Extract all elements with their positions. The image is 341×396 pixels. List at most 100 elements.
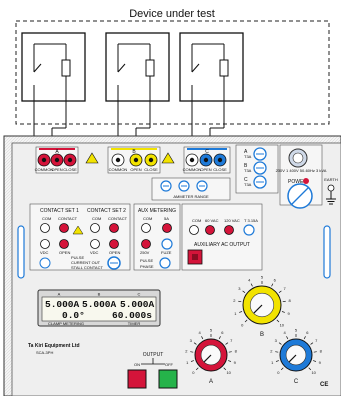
range-selector-switches[interactable] [160,180,208,192]
knob-tick-label: 1 [186,360,189,365]
knob-tick-label: 8 [289,298,292,303]
ac-com-jack[interactable] [189,225,199,235]
channel-a-jacks[interactable]: A COMMON OPEN CLOSE [35,146,79,174]
knob-letter: A [209,379,213,385]
aux-fuse-holder[interactable] [161,238,173,250]
channel-c-close-label: CLOSE [213,167,227,172]
channel-c-common-label: COMMON [183,167,202,172]
knob-tick [250,283,253,287]
fuse-c-rating: T3A [244,182,252,187]
knob-tick [280,367,284,371]
knob-tick-label: 5 [295,328,298,333]
contact-sets-section: CONTACT SET 1 CONTACT SET 2 COM CONTACT … [29,203,131,271]
knob-tick [276,319,280,323]
knob-tick-label: 1 [271,360,274,365]
knob-tick-label: 6 [221,330,224,335]
mode-current-out-label: CURRENT OUT [71,260,101,265]
knob-tick [193,342,197,345]
cs1-com-jack[interactable] [40,223,50,233]
knob-tick [225,342,229,345]
fuse-c-label: C [244,177,248,183]
knob-tick-label: 6 [274,278,277,283]
knob-tick-label: 4 [248,278,251,283]
cs2-open-jack[interactable] [109,239,119,249]
ac-60vac-jack[interactable] [205,225,215,235]
aux-ac-output-section: COM 60 VAC 120 VAC T 3.15A AUXILIARY AC … [181,203,263,271]
aux-com-label: COM [143,216,152,221]
aux-metering-section: AUX METERING COM 5A 250V FUZE PULSE PHAS… [133,203,181,271]
knob-pointer [253,304,263,314]
aux-phase-label: PHASE [140,264,154,269]
knob-tick [278,342,282,345]
cs2-com-jack[interactable] [90,223,100,233]
earth-label: EARTH [324,177,338,182]
knob-tick [244,319,248,323]
output-off-button[interactable] [158,369,178,389]
ac-com-label: COM [192,218,201,223]
aux-5a-jack[interactable] [162,223,172,233]
knob-tick-label: 0 [192,370,195,375]
knob-tick-label: 0 [241,322,244,327]
ac-fuse-label: T 3.15A [244,218,258,223]
earth-terminal[interactable]: EARTH [324,177,338,205]
cs2-com-label: COM [92,216,101,221]
cs1-open-jack[interactable] [59,239,69,249]
knob-tick-label: 0 [277,370,280,375]
mode-pulse-label: PULSE [71,255,84,260]
knob-tick [195,367,199,371]
knob-tick [308,367,312,371]
aux-ac-output-title: AUXILIARY AC OUTPUT [194,242,250,248]
knob-tick [239,311,243,313]
aux-fuze-label: FUZE [161,250,172,255]
device-under-test-title: Device under test [129,8,215,20]
ammeter-range-section: A B C T3A T3A T3A [235,144,279,194]
fuse-b-label: B [244,163,248,169]
channel-c-letter: C [205,149,209,155]
knob-tick-label: 3 [190,338,193,343]
ce-mark: CE [320,382,328,388]
power-title: POWER [288,179,307,185]
cs2-contact-jack[interactable] [109,223,119,233]
aux-mode-switch[interactable] [159,257,171,269]
knob-tick [223,367,227,371]
mode-selector-small[interactable] [39,257,51,269]
aux-com-jack[interactable] [141,223,151,233]
breaker-pole-c [179,32,244,102]
knob-tick-label: 10 [280,322,285,327]
knob-tick-label: 7 [284,286,287,291]
knob-tick-label: 7 [230,338,233,343]
ac-120vac-label: 120 VAC [224,218,240,223]
display-current-b: 5.000A [82,299,117,310]
output-controls: OUTPUT ON OFF [127,352,178,389]
cs1-contact-jack[interactable] [59,223,69,233]
output-off-label: OFF [165,362,174,367]
aux-pulse-label: PULSE [140,258,153,263]
channel-c-jacks[interactable]: C COMMON OPEN CLOSE [183,146,231,174]
knob-tick [190,360,194,362]
knob-tick-label: 8 [320,349,323,354]
output-on-button[interactable] [127,369,147,389]
aux-250v-label: 250V [140,250,150,255]
ac-fuse-holder[interactable] [243,224,255,236]
display-seg-b-label: B [98,292,101,297]
cs2-vdc-label: VDC [90,250,99,255]
knob-tick-label: 8 [235,349,238,354]
knob-tick-label: 5 [261,275,264,280]
aux-250v-jack[interactable] [141,239,151,249]
cs1-vdc-label: VDC [40,250,49,255]
ac-120vac-jack[interactable] [224,225,234,235]
knob-letter: B [260,332,264,338]
knob-tick [218,336,221,340]
cs1-vdc-jack[interactable] [40,239,50,249]
channel-b-jacks[interactable]: B COMMON OPEN CLOSE [107,146,161,174]
ac-60vac-label: 60 VAC [205,218,219,223]
power-rating-label: 230V 1 400V 50-60Hz 3 kVA [276,168,327,173]
knob-tick-label: 2 [233,298,236,303]
lcd-display: A B C 5.000A 5.000A 5.000A 0.0° 60.000s … [37,289,161,327]
display-timer-caption: TIMER [128,321,141,326]
cs2-vdc-jack[interactable] [90,239,100,249]
